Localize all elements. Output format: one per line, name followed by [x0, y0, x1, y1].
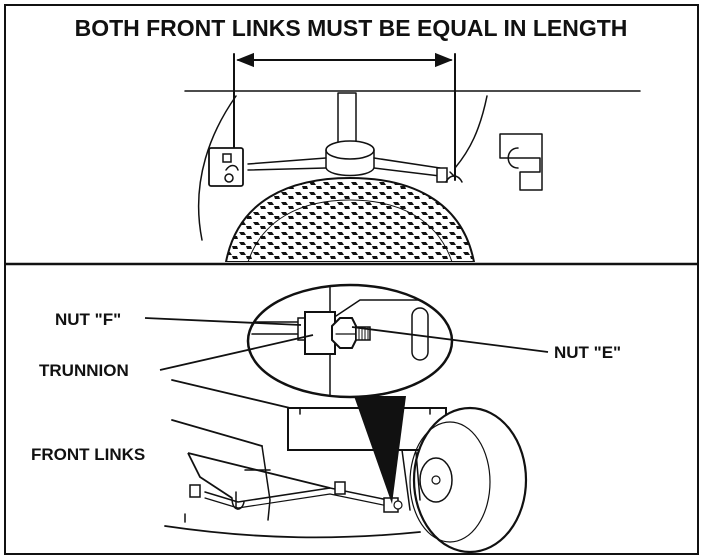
outer-frame [4, 4, 699, 555]
callout-trunnion: TRUNNION [39, 361, 129, 380]
title-text: BOTH FRONT LINKS MUST BE EQUAL IN LENGTH [75, 15, 628, 41]
zoom-trunnion-block [304, 311, 336, 355]
callout-front-links: FRONT LINKS [31, 445, 145, 464]
callout-nut-e: NUT "E" [554, 343, 621, 362]
zoom-pointer [354, 396, 406, 504]
callout-nut-f: NUT "F" [55, 310, 121, 329]
front-tire [412, 406, 528, 554]
zoom-nut-e [331, 317, 357, 349]
leader-lines [144, 317, 549, 499]
zoom-detail-bubble [246, 283, 454, 399]
top-front-view [184, 90, 641, 262]
